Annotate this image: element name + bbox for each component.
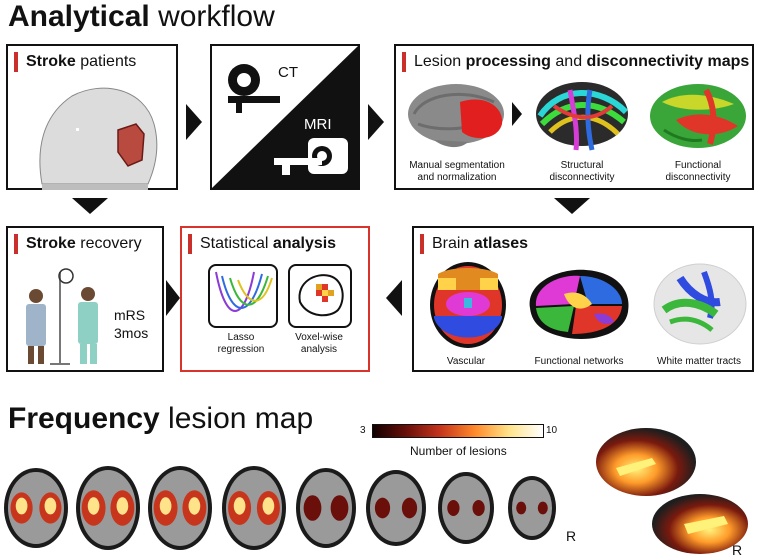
mri-machine-icon (274, 138, 348, 175)
slice-lesion (447, 499, 460, 517)
vascular-caption: Vascular (446, 356, 486, 367)
mri-label: MRI (304, 116, 332, 133)
axial-slice (222, 466, 286, 550)
slice-brain (512, 480, 552, 536)
axial-slice (76, 466, 140, 550)
imaging-panel: CT MRI (210, 44, 360, 190)
colorbar-max: 10 (546, 425, 558, 436)
slice-brain (442, 476, 490, 540)
voxel-plot-frame (288, 264, 352, 328)
axial-slice (438, 472, 494, 544)
side-label-r: R (566, 528, 577, 544)
ct-scanner-icon (228, 64, 280, 113)
slice-brain (226, 470, 282, 546)
slice-lesion-core (159, 497, 172, 515)
slice-brain (80, 470, 136, 546)
arrow-right-icon (166, 280, 180, 316)
slice-lesion-core (233, 497, 246, 515)
slice-lesion (303, 495, 322, 521)
slice-brain (8, 472, 64, 544)
axial-slice (366, 470, 426, 546)
side-label-r-2: R (732, 542, 743, 558)
lesion-processing-title: Lesion processing and disconnectivity ma… (402, 52, 749, 72)
lesion-processing-panel: Lesion processing and disconnectivity ma… (394, 44, 754, 190)
statistical-analysis-title: Statistical analysis (188, 234, 336, 254)
axial-slice (296, 468, 356, 548)
slice-lesion-core (262, 497, 275, 515)
ct-label: CT (278, 64, 298, 81)
brain-atlases-panel: Brain atlases Vascular Functional networ… (412, 226, 754, 372)
stroke-patients-panel: Stroke patients (6, 44, 178, 190)
functional-networks-caption: Functional networks (534, 356, 624, 367)
segmentation-brain-image (408, 84, 504, 148)
slice-lesion-core (44, 497, 57, 515)
colorbar (372, 424, 544, 438)
arrow-left-icon (386, 280, 402, 316)
slice-lesion-core (15, 497, 28, 515)
arrow-right-icon (186, 104, 202, 140)
slice-brain (300, 472, 352, 544)
axial-slices-svg (4, 466, 556, 550)
functional-networks-image (529, 269, 629, 339)
lasso-plot-frame (208, 264, 278, 328)
brain-atlases-title: Brain atlases (420, 234, 528, 254)
arrow-right-icon (368, 104, 384, 140)
axial-slice (508, 476, 556, 540)
voxel-brain-icon (298, 274, 344, 317)
slice-lesion (330, 495, 349, 521)
stroke-recovery-title: Stroke recovery (14, 234, 142, 254)
axial-slice (4, 468, 68, 548)
functional-map-image (650, 84, 746, 148)
patient-doctor-illustration (26, 268, 98, 365)
axial-slice (148, 466, 212, 550)
arrow-right-icon (512, 102, 522, 126)
lasso-curves-icon (215, 271, 273, 312)
slice-brain (152, 470, 208, 546)
structural-tracts-image (536, 82, 629, 151)
slice-lesion (516, 501, 527, 515)
arrow-down-icon (554, 198, 590, 214)
workflow-heading: Analytical workflow (8, 0, 275, 33)
slice-lesion (472, 499, 485, 517)
white-matter-caption: White matter tracts (657, 356, 741, 367)
colorbar-label: Number of lesions (410, 444, 507, 458)
white-matter-tracts-image (653, 263, 747, 345)
slice-brain (370, 474, 422, 542)
colorbar-min: 3 (360, 425, 366, 436)
axial-slices-row (0, 460, 570, 556)
ct-mri-split (212, 46, 358, 188)
frequency-heading: Frequency lesion map (8, 402, 314, 435)
arrow-down-icon (72, 198, 108, 214)
slice-lesion (537, 501, 548, 515)
head-illustration (39, 87, 158, 190)
slice-lesion-core (188, 497, 201, 515)
slice-lesion-core (87, 497, 100, 515)
slice-lesion-core (116, 497, 129, 515)
vascular-atlas-image (430, 262, 506, 348)
slice-lesion (401, 497, 418, 519)
stroke-patients-title: Stroke patients (14, 52, 136, 72)
surface-brains (596, 428, 748, 554)
slice-lesion (374, 497, 391, 519)
